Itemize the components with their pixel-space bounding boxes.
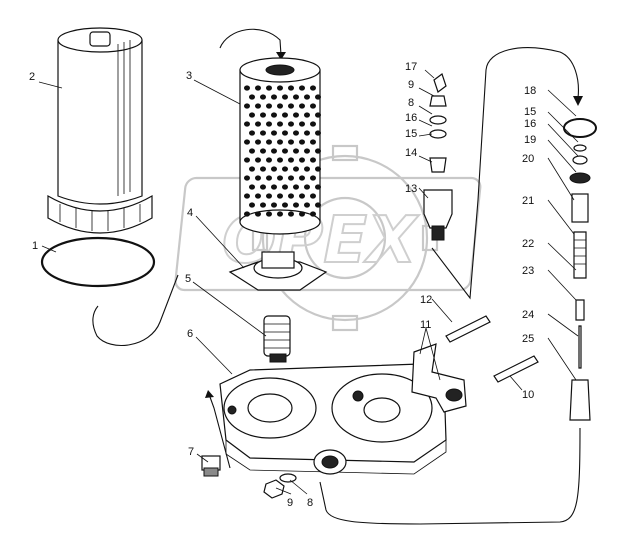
filter-housing xyxy=(47,27,153,234)
callout-13: 13 xyxy=(405,183,417,195)
callout-22: 22 xyxy=(522,238,534,250)
callout-23: 23 xyxy=(522,265,534,277)
callout-5: 5 xyxy=(185,273,191,285)
stud-10 xyxy=(493,355,539,383)
callout-7: 7 xyxy=(188,446,194,458)
callout-6: 6 xyxy=(187,328,193,340)
callout-8-upper: 8 xyxy=(408,97,414,109)
lower-nut xyxy=(263,479,285,499)
callout-10: 10 xyxy=(522,389,534,401)
callout-1: 1 xyxy=(32,240,38,252)
spring-plate xyxy=(228,251,328,291)
callout-20: 20 xyxy=(522,153,534,165)
callout-3: 3 xyxy=(186,70,192,82)
callout-9-upper: 9 xyxy=(408,79,414,91)
callout-24: 24 xyxy=(522,309,534,321)
leader-lines xyxy=(38,69,579,495)
callout-15-right: 15 xyxy=(524,106,536,118)
callout-16-upper: 16 xyxy=(405,112,417,124)
callout-19: 19 xyxy=(524,134,536,146)
flow-arrows xyxy=(92,28,583,525)
drain-plug xyxy=(201,455,221,477)
callout-8-lower: 8 xyxy=(307,497,313,509)
center-nipple xyxy=(263,315,291,363)
upper-valve-stack xyxy=(423,73,453,241)
callout-4: 4 xyxy=(187,207,193,219)
callout-labels: 2 1 3 4 5 6 7 9 8 17 9 8 16 15 14 13 12 … xyxy=(29,61,536,509)
relief-valve-stack xyxy=(563,118,597,421)
callout-15-upper: 15 xyxy=(405,128,417,140)
callout-14: 14 xyxy=(405,147,417,159)
lower-washer xyxy=(279,473,297,483)
callout-9-lower: 9 xyxy=(287,497,293,509)
callout-18: 18 xyxy=(524,85,536,97)
callout-11: 11 xyxy=(420,319,431,331)
gasket xyxy=(411,343,467,413)
callout-2: 2 xyxy=(29,71,35,83)
o-ring xyxy=(40,236,156,288)
callout-21: 21 xyxy=(522,195,534,207)
filter-head xyxy=(219,363,447,475)
callout-12: 12 xyxy=(420,294,432,306)
callout-25: 25 xyxy=(522,333,534,345)
stud-12 xyxy=(445,315,491,343)
callout-17: 17 xyxy=(405,61,417,73)
filter-element xyxy=(239,57,321,235)
callout-16-right: 16 xyxy=(524,118,536,130)
